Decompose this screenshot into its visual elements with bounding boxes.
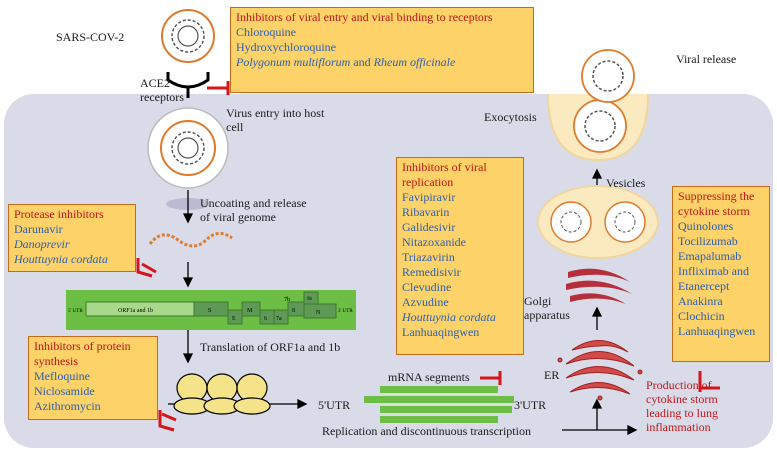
- drug-item: Favipiravir: [402, 190, 456, 204]
- box-replication-title: Inhibitors of viral replication: [402, 160, 487, 189]
- box-protease-title: Protease inhibitors: [14, 207, 104, 221]
- genome-utr5: 5' UTR: [68, 309, 83, 314]
- box-replication-inhibitors: Inhibitors of viral replication Favipira…: [396, 157, 524, 355]
- inhibition-mark-protein: [158, 410, 177, 432]
- mrna-segments: [364, 386, 514, 423]
- ace2-label: ACE2 receptors: [140, 76, 184, 104]
- er-label: ER: [544, 368, 560, 382]
- drug-item: Clevudine: [402, 280, 452, 294]
- drug-item: Rheum officinale: [373, 55, 456, 69]
- genome-e: E: [232, 316, 236, 322]
- genome-s: S: [208, 308, 211, 314]
- drug-item: Houttuynia cordata: [14, 252, 108, 266]
- drug-item: Danoprevir: [14, 237, 70, 251]
- golgi-label: Golgi apparatus: [524, 294, 570, 322]
- drug-item: Polygonum multiflorum: [236, 55, 351, 69]
- drug-item: Infliximab and: [678, 264, 749, 278]
- genome-m: M: [247, 308, 253, 314]
- drug-item: Darunavir: [14, 222, 63, 236]
- virus-entry-label: Virus entry into host cell: [226, 106, 325, 134]
- box-cytokine-storm: Suppressing the cytokine storm Quinolone…: [672, 186, 770, 362]
- drug-item: Nitazoxanide: [402, 235, 466, 249]
- drug-item: Chloroquine: [236, 25, 296, 39]
- genome-7b: 7b: [284, 297, 290, 303]
- drug-item: Anakinra: [678, 294, 723, 308]
- drug-item: Ribavarin: [402, 205, 450, 219]
- drug-item: Azvudine: [402, 295, 449, 309]
- box-protein-title: Inhibitors of protein synthesis: [34, 339, 131, 368]
- inhibition-mark-cytokine: [698, 371, 720, 392]
- viral-release-label: Viral release: [676, 52, 737, 66]
- genome-6: 6: [264, 316, 267, 322]
- utr3-label: 3'UTR: [514, 398, 547, 412]
- genome-orf: ORF1a and 1b: [118, 308, 153, 314]
- vesicles-label: Vesicles: [606, 176, 646, 190]
- box-protein-synthesis-inhibitors: Inhibitors of protein synthesis Mefloqui…: [28, 336, 158, 420]
- box-entry-title: Inhibitors of viral entry and viral bind…: [236, 10, 493, 24]
- drug-item: Lanhuaqingwen: [402, 325, 480, 339]
- drug-item: Mefloquine: [34, 369, 90, 383]
- box-entry-inhibitors: Inhibitors of viral entry and viral bind…: [230, 7, 534, 93]
- drug-item: Hydroxychloroquine: [236, 40, 336, 54]
- drug-item: Azithromycin: [34, 399, 101, 413]
- utr5-label: 5'UTR: [318, 398, 351, 412]
- genome-utr3: 3' UTR: [338, 309, 353, 314]
- drug-item: Galidesivir: [402, 220, 456, 234]
- drug-item: Niclosamide: [34, 384, 95, 398]
- inhibition-mark-protease: [136, 258, 157, 278]
- drug-item: Quinolones: [678, 219, 734, 233]
- drug-item: Tocilizumab: [678, 234, 738, 248]
- exocytosis-vesicle: [547, 49, 649, 162]
- genome-n: N: [316, 310, 321, 316]
- virus-particle-top: [161, 9, 215, 63]
- drug-item: Houttuynia cordata: [402, 310, 496, 324]
- ribosomes: [168, 373, 271, 415]
- drug-item: Lanhuaqingwen: [678, 324, 756, 338]
- exocytosis-label: Exocytosis: [484, 110, 537, 124]
- virus-name-label: SARS-COV-2: [56, 30, 125, 44]
- drug-item: Emapalumab: [678, 249, 742, 263]
- replication-label: Replication and discontinuous transcript…: [322, 424, 531, 438]
- genome-9b: 9b: [307, 297, 313, 302]
- viral-genome-map: 5' UTR ORF1a and 1b S E M 6 7a 7b 8 9b N…: [66, 290, 356, 330]
- uncoating-label: Uncoating and release of viral genome: [200, 196, 307, 224]
- translation-label: Translation of ORF1a and 1b: [200, 340, 341, 354]
- genome-7a: 7a: [276, 316, 282, 322]
- inhibition-mark-replication: [480, 371, 502, 385]
- viral-rna-strand: [148, 232, 233, 248]
- conjunction-text: and: [350, 55, 374, 69]
- drug-item: Triazavirin: [402, 250, 455, 264]
- golgi-apparatus: [566, 268, 632, 304]
- drug-item: Remedisivir: [402, 265, 461, 279]
- drug-item: Clochicin: [678, 309, 725, 323]
- genome-8: 8: [292, 308, 295, 314]
- box-protease-inhibitors: Protease inhibitors Darunavir Danoprevir…: [8, 204, 136, 272]
- box-cytokine-title: Suppressing the cytokine storm: [678, 189, 755, 218]
- drug-item: Etanercept: [678, 279, 730, 293]
- virus-entry-vesicle: [147, 107, 229, 189]
- vesicles: [537, 185, 659, 259]
- cytokine-effect-label: Production of cytokine storm leading to …: [646, 378, 718, 434]
- inhibition-mark-entry: [207, 81, 230, 95]
- mrna-segments-label: mRNA segments: [388, 370, 470, 384]
- endoplasmic-reticulum: [557, 340, 643, 401]
